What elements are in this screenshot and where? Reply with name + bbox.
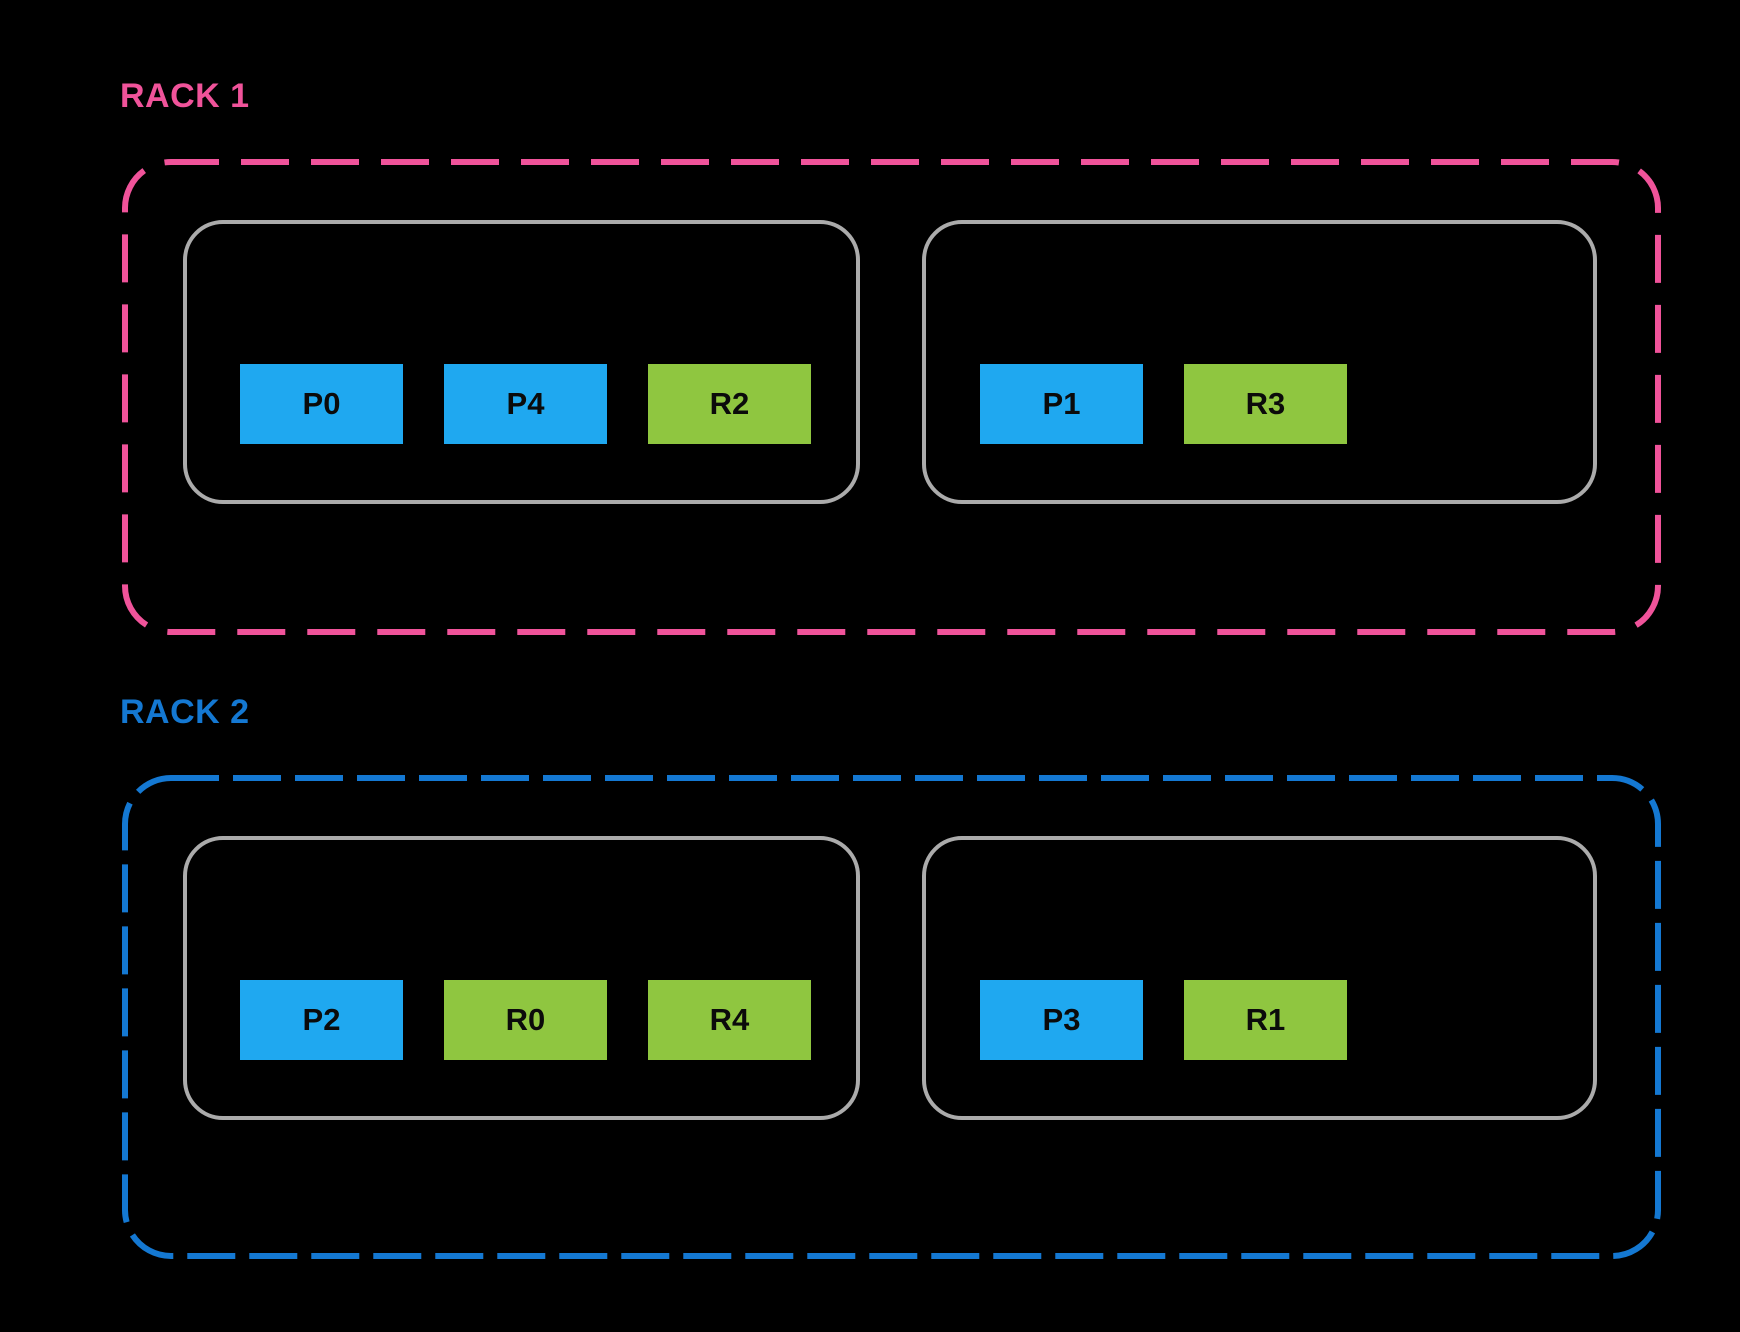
rack-1-host-2: P1 R3 [922, 220, 1597, 504]
node-r1-replica: R1 [1184, 980, 1347, 1060]
node-r3-replica: R3 [1184, 364, 1347, 444]
rack-2-label: RACK 2 [120, 693, 250, 731]
node-p1-primary: P1 [980, 364, 1143, 444]
rack-1-border-rect [122, 159, 1661, 635]
rack-2-dashed-border [122, 775, 1661, 1259]
node-p4-primary: P4 [444, 364, 607, 444]
rack-1-label: RACK 1 [120, 77, 250, 115]
node-p3-primary: P3 [980, 980, 1143, 1060]
rack-2-host-2: P3 R1 [922, 836, 1597, 1120]
rack-1-host-1: P0 P4 R2 [183, 220, 860, 504]
node-r4-replica: R4 [648, 980, 811, 1060]
rack-2-host-1: P2 R0 R4 [183, 836, 860, 1120]
rack-1-host-2-nodes: P1 R3 [980, 364, 1347, 444]
node-r0-replica: R0 [444, 980, 607, 1060]
rack-1-dashed-border [122, 159, 1661, 635]
rack-2-host-1-nodes: P2 R0 R4 [240, 980, 811, 1060]
node-p0-primary: P0 [240, 364, 403, 444]
rack-2-border-rect [122, 775, 1661, 1259]
rack-1-host-1-nodes: P0 P4 R2 [240, 364, 811, 444]
node-r2-replica: R2 [648, 364, 811, 444]
rack-2-host-2-nodes: P3 R1 [980, 980, 1347, 1060]
node-p2-primary: P2 [240, 980, 403, 1060]
